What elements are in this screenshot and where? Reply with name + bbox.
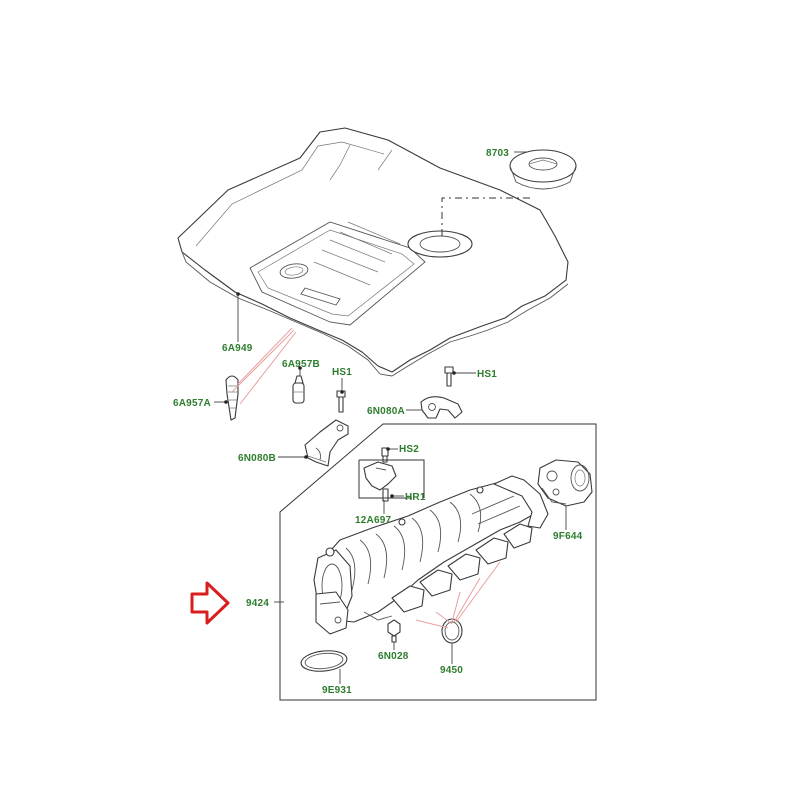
oil-filler-seal <box>509 149 577 190</box>
callout-9F644: 9F644 <box>553 531 583 542</box>
callout-HS1-left: HS1 <box>332 367 352 378</box>
sensor-12A697 <box>363 447 397 502</box>
gasket-fitting-guides <box>415 561 501 629</box>
intake-manifold <box>313 475 549 635</box>
callout-6A949: 6A949 <box>222 343 253 354</box>
callout-6N080A: 6N080A <box>367 406 405 417</box>
callout-HR1: HR1 <box>405 492 426 503</box>
callout-HS2: HS2 <box>399 444 419 455</box>
gasket-9450 <box>441 618 463 644</box>
callout-6A957A: 6A957A <box>173 398 211 409</box>
callout-6N080B: 6N080B <box>238 453 276 464</box>
callout-8703: 8703 <box>486 148 509 159</box>
callout-6N028: 6N028 <box>378 651 409 662</box>
callout-HS1-right: HS1 <box>477 369 497 380</box>
callout-9450: 9450 <box>440 665 463 676</box>
callout-9E931: 9E931 <box>322 685 352 696</box>
leader-lines <box>214 151 567 684</box>
sensor-bracket-frame <box>358 459 425 499</box>
bolt-hs1-right <box>444 366 454 387</box>
cover-fitting-guides <box>231 327 297 405</box>
bolt-6N028 <box>387 619 401 643</box>
throttle-body-9F644 <box>537 459 593 507</box>
bolt-hs1-left <box>336 390 346 413</box>
gasket-9E931 <box>300 650 348 672</box>
bracket-6N080B <box>304 419 349 467</box>
grommet-6A957B <box>292 375 305 404</box>
filler-alignment-line <box>441 197 530 240</box>
engine-cover <box>177 127 569 377</box>
callout-6A957B: 6A957B <box>282 359 320 370</box>
outline-arrow-right-icon <box>190 581 230 625</box>
callout-labels: 8703 6A949 6A957B HS1 HS1 6A957A 6N080A … <box>173 148 583 696</box>
cover-stud-6A957A <box>225 375 239 421</box>
bracket-6N080A <box>420 396 463 419</box>
callout-12A697: 12A697 <box>355 515 391 526</box>
leader-dots <box>224 292 456 498</box>
manifold-assembly-frame <box>279 423 597 701</box>
callout-9424: 9424 <box>246 598 269 609</box>
